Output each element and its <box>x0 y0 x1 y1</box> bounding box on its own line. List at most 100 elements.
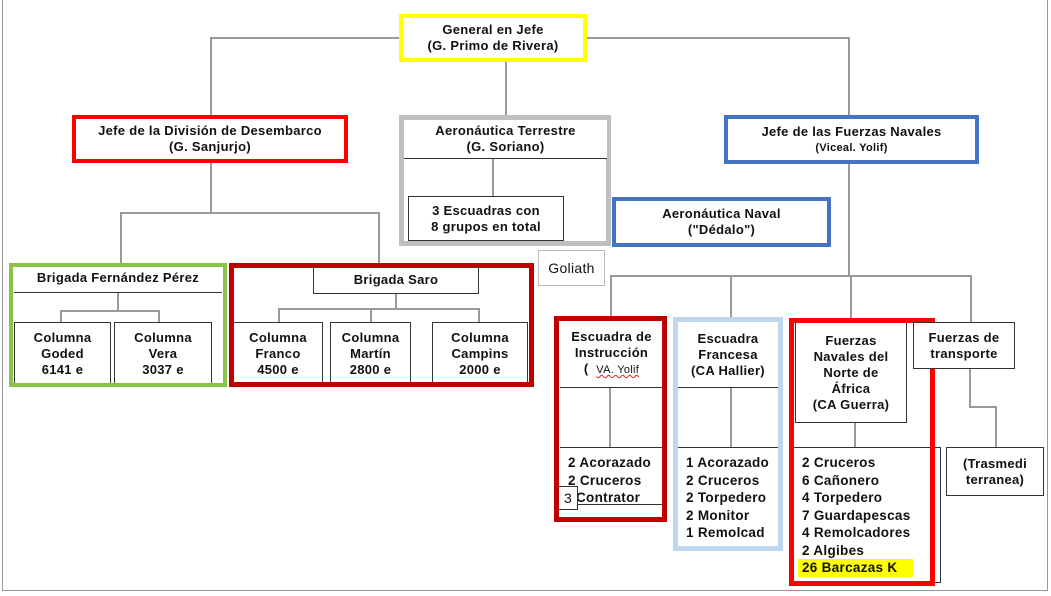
aero-naval-title: Aeronáutica Naval <box>662 206 781 221</box>
brigada-fp-title: Brigada Fernández Pérez <box>36 270 200 285</box>
connector <box>854 422 856 448</box>
connector <box>370 308 372 322</box>
line: ( VA. Yolif <box>584 361 639 378</box>
line: transporte <box>930 345 998 361</box>
general-title: General en Jefe <box>442 22 544 37</box>
connector <box>505 60 507 116</box>
connector <box>970 275 972 322</box>
instruccion-highlight <box>554 316 667 522</box>
general-en-jefe-box: General en Jefe (G. Primo de Rivera) <box>399 14 587 62</box>
general-name: (G. Primo de Rivera) <box>427 38 559 53</box>
connector <box>730 388 732 448</box>
aero-terrestre-box: Aeronáutica Terrestre (G. Soriano) <box>404 120 607 159</box>
col-line: Columna <box>451 329 509 345</box>
col-line: 4500 e <box>257 361 299 377</box>
col-line: Martín <box>350 345 391 361</box>
connector <box>610 275 612 319</box>
connector <box>60 310 62 322</box>
connector <box>120 212 378 214</box>
goliath-label: Goliath <box>538 250 605 286</box>
francesa-highlight <box>673 317 783 551</box>
connector <box>848 37 850 115</box>
ship-line: 6 Cañonero <box>802 472 880 488</box>
ship-line: 1 Remolcad <box>686 525 765 540</box>
ship-line: 2 Cruceros <box>686 472 760 488</box>
connector <box>848 163 850 275</box>
ship-line: 4 Torpedero <box>802 490 883 505</box>
ship-line: Contrator <box>576 490 641 505</box>
division-name: (G. Sanjurjo) <box>169 139 251 154</box>
connector <box>969 406 995 408</box>
norte-africa-ships: 2 Cruceros 6 Cañonero 4 Torpedero 7 Guar… <box>793 447 941 583</box>
connector <box>395 293 397 308</box>
line: Fuerzas de <box>928 329 1000 345</box>
ship-line: 2 Acorazado <box>568 455 652 470</box>
aero-terrestre-name: (G. Soriano) <box>466 139 545 154</box>
line: Norte de <box>823 364 879 380</box>
ship-line: 2 Cruceros <box>568 472 642 488</box>
connector <box>730 275 732 319</box>
line: Escuadra de <box>571 329 652 344</box>
col-line: Columna <box>341 329 400 345</box>
fuerzas-transporte-box: Fuerzas de transporte <box>913 322 1015 369</box>
unit-line: 3 Escuadras con <box>432 202 540 218</box>
connector <box>609 388 611 448</box>
norte-africa-box: Fuerzas Navales del Norte de África (CA … <box>795 322 907 423</box>
col-line: 6141 e <box>41 361 84 377</box>
connector <box>969 368 971 406</box>
commander: VA. Yolif <box>596 364 640 376</box>
line: (CA Guerra) <box>812 396 890 412</box>
brigada-saro-box: Brigada Saro <box>313 266 479 294</box>
navales-title: Jefe de las Fuerzas Navales <box>761 123 942 139</box>
badge-text: 3 <box>563 490 573 506</box>
division-desembarco-box: Jefe de la División de Desembarco (G. Sa… <box>72 115 348 163</box>
line: terranea) <box>965 471 1025 487</box>
highlighted-ship-line: 26 Barcazas K <box>798 559 914 577</box>
line: Fuerzas <box>825 332 877 348</box>
fuerzas-navales-box: Jefe de las Fuerzas Navales (Viceal. Yol… <box>724 115 979 164</box>
unit-line: 8 grupos en total <box>431 218 541 234</box>
line: África <box>831 380 871 396</box>
goliath-text: Goliath <box>548 260 595 276</box>
connector <box>995 406 997 447</box>
connector <box>117 292 119 310</box>
norte-africa-highlight <box>789 318 935 586</box>
col-line: 2000 e <box>459 361 501 377</box>
escuadras-box: 3 Escuadras con 8 grupos en total <box>408 196 564 241</box>
col-line: Campins <box>451 345 509 361</box>
ship-line: 2 Monitor <box>686 507 750 523</box>
instruccion-ships: 2 Acorazado 2 Cruceros Contrator <box>560 447 663 505</box>
ship-line: 7 Guardapescas <box>802 507 911 523</box>
col-line: Columna <box>249 329 307 345</box>
navales-name: (Viceal. Yolif) <box>815 141 888 154</box>
connector <box>610 275 970 277</box>
connector <box>120 212 122 264</box>
col-line: Vera <box>148 345 178 361</box>
brigada-fernandez-perez-box: Brigada Fernández Pérez <box>14 264 222 293</box>
aero-terrestre-highlight <box>399 115 611 246</box>
escuadra-instruccion-box: Escuadra de Instrucción ( VA. Yolif <box>560 320 663 388</box>
aero-terrestre-title: Aeronáutica Terrestre <box>435 123 576 138</box>
connector <box>60 310 158 312</box>
connector <box>378 212 380 267</box>
ship-line: 2 Cruceros <box>802 455 876 470</box>
col-line: Goded <box>41 345 84 361</box>
ship-line: 2 Torpedero <box>686 490 767 505</box>
line: Navales del <box>813 348 889 364</box>
connector <box>478 308 480 322</box>
line: Instrucción <box>574 345 649 360</box>
aero-naval-box: Aeronáutica Naval ("Dédalo") <box>612 197 831 247</box>
connector <box>158 310 160 322</box>
col-line: Columna <box>134 329 192 345</box>
aero-naval-name: ("Dédalo") <box>687 222 756 237</box>
line: Escuadra <box>697 330 759 346</box>
connector <box>850 275 852 322</box>
line: (Trasmedi <box>962 455 1028 471</box>
col-line: 3037 e <box>142 361 184 377</box>
escuadra-francesa-box: Escuadra Francesa (CA Hallier) <box>678 322 778 388</box>
ship-line: 4 Remolcadores <box>802 525 911 540</box>
